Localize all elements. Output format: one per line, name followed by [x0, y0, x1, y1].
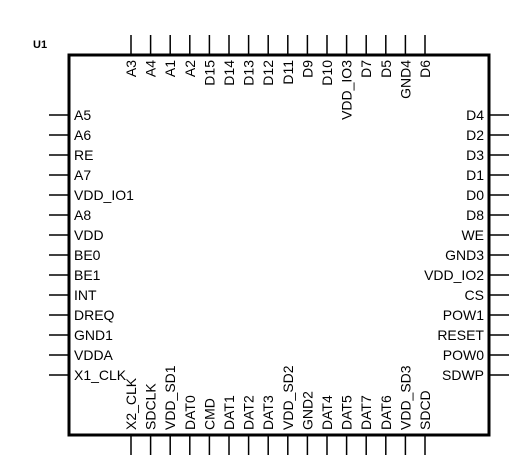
- pin-bottom-label: DAT2: [241, 395, 257, 430]
- pin-bottom-label: GND2: [299, 391, 315, 430]
- pin-right-label: CS: [465, 287, 484, 303]
- pin-top-label: D10: [319, 60, 335, 86]
- pin-bottom-label: DAT1: [221, 395, 237, 430]
- pin-left-label: VDDA: [74, 347, 114, 363]
- pin-right-label: GND3: [445, 247, 484, 263]
- pin-left-label: A5: [74, 107, 91, 123]
- pin-top-label: A1: [162, 60, 178, 77]
- pin-right-label: D8: [466, 207, 484, 223]
- pin-bottom-label: VDD_SD1: [162, 365, 178, 430]
- pin-right-label: D3: [466, 147, 484, 163]
- pin-right-label: VDD_IO2: [424, 267, 484, 283]
- pin-bottom-label: SDCD: [417, 390, 433, 430]
- pin-right-label: D2: [466, 127, 484, 143]
- pin-top-label: D5: [378, 60, 394, 78]
- pin-top-label: D9: [299, 60, 315, 78]
- reference-designator: U1: [33, 39, 47, 51]
- pin-right-label: D0: [466, 187, 484, 203]
- pin-top-label: D15: [201, 60, 217, 86]
- pin-top-label: VDD_IO3: [339, 60, 355, 120]
- pin-bottom-label: DAT5: [339, 395, 355, 430]
- pin-right-label: POW0: [443, 347, 484, 363]
- pin-top-label: D13: [241, 60, 257, 86]
- pin-top-label: D7: [358, 60, 374, 78]
- pin-bottom-label: DAT3: [260, 395, 276, 430]
- pin-bottom-label: CMD: [201, 398, 217, 430]
- pin-right-label: WE: [461, 227, 484, 243]
- pin-top-label: A2: [182, 60, 198, 77]
- pin-left-label: BE1: [74, 267, 101, 283]
- pin-top-label: GND4: [397, 60, 413, 99]
- pin-right-label: SDWP: [442, 367, 484, 383]
- pin-top-label: D6: [417, 60, 433, 78]
- pin-right-label: D1: [466, 167, 484, 183]
- pin-top-label: A3: [123, 60, 139, 77]
- component-body[interactable]: [67, 53, 491, 437]
- pin-bottom-label: DAT4: [319, 395, 335, 430]
- pin-bottom-label: DAT6: [378, 395, 394, 430]
- pin-top-label: A4: [143, 60, 159, 77]
- pin-right-label: POW1: [443, 307, 484, 323]
- pin-left-label: X1_CLK: [74, 367, 127, 383]
- pin-bottom-label: DAT7: [358, 395, 374, 430]
- pin-left-label: VDD: [74, 227, 104, 243]
- pin-left-label: A6: [74, 127, 91, 143]
- pin-bottom-label: VDD_SD2: [280, 365, 296, 430]
- pin-left-label: DREQ: [74, 307, 115, 323]
- pin-left-label: GND1: [74, 327, 113, 343]
- pin-left-label: VDD_IO1: [74, 187, 134, 203]
- pin-top-label: D11: [280, 60, 296, 85]
- pin-left-label: RE: [74, 147, 93, 163]
- pin-right-label: RESET: [437, 327, 484, 343]
- pin-right-label: D4: [466, 107, 484, 123]
- pin-left-label: INT: [74, 287, 97, 303]
- pin-left-label: BE0: [74, 247, 101, 263]
- pin-bottom-label: SDCLK: [143, 383, 159, 430]
- pin-top-label: D14: [221, 60, 237, 86]
- pin-left-label: A7: [74, 167, 91, 183]
- pin-bottom-label: VDD_SD3: [397, 365, 413, 430]
- pin-left-label: A8: [74, 207, 91, 223]
- pin-top-label: D12: [260, 60, 276, 86]
- pin-bottom-label: X2_CLK: [123, 377, 139, 430]
- pin-bottom-label: DAT0: [182, 395, 198, 430]
